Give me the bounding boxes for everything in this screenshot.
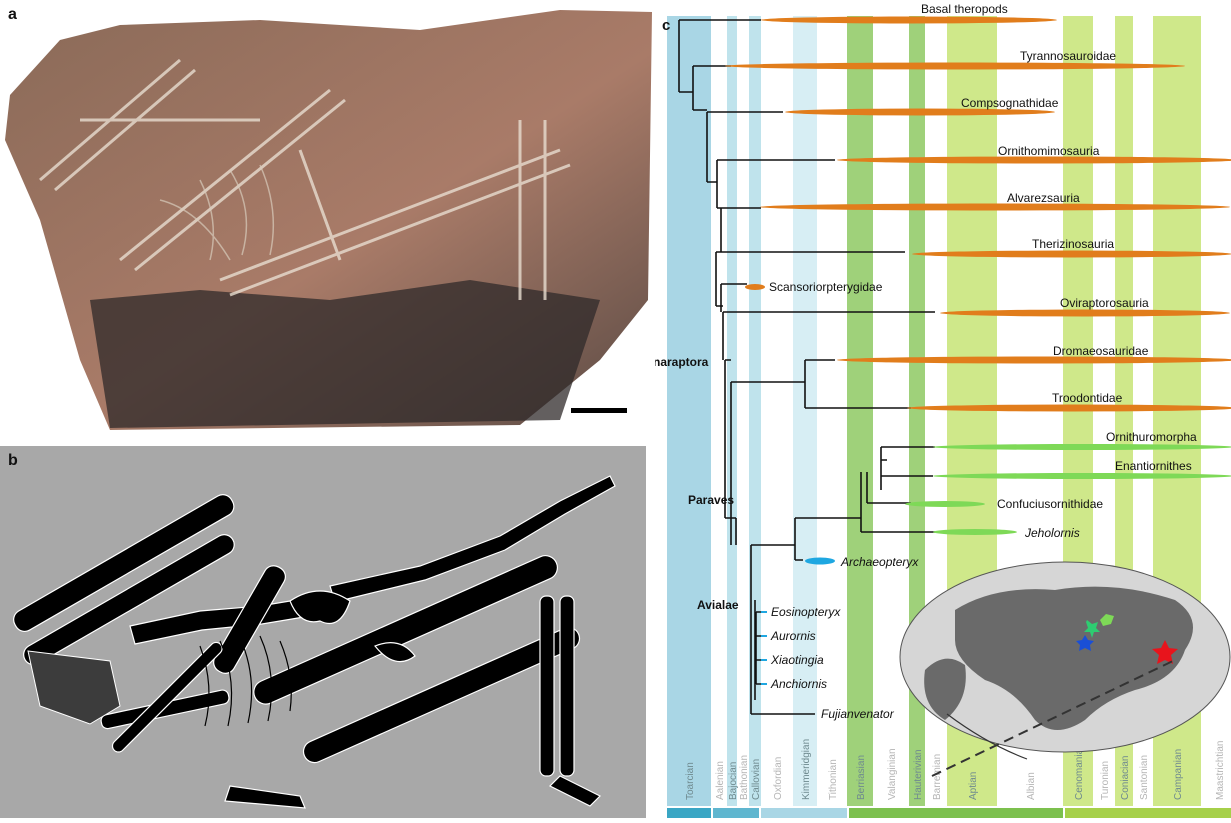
stage-label: Aalenian (715, 761, 726, 800)
fossil-photo-panel: a (0, 0, 655, 440)
label-alvarezsauria: Alvarezsauria (1007, 191, 1080, 205)
stage-band (737, 16, 749, 806)
label-confuciusornithidae: Confuciusornithidae (997, 497, 1103, 511)
label-aurornis: Aurornis (770, 629, 816, 643)
stage-label: Coniacian (1120, 756, 1131, 800)
stage-label: Berriasian (856, 755, 867, 800)
panel-label-c: c (662, 17, 670, 34)
stage-label: Albian (1026, 772, 1037, 800)
label-tyrannosauroidae: Tyrannosauroidae (1020, 49, 1116, 63)
stage-label: Oxfordian (773, 757, 784, 800)
label-eosinopteryx: Eosinopteryx (771, 605, 841, 619)
stage-label: Aptian (968, 772, 979, 800)
label-archaeopteryx: Archaeopteryx (840, 555, 919, 569)
label-oviraptorosauria: Oviraptorosauria (1060, 296, 1149, 310)
label-anchiornis: Anchiornis (770, 677, 827, 691)
period-segment (1065, 808, 1231, 818)
stage-label: Santonian (1139, 755, 1150, 800)
stage-label: Valanginian (887, 748, 898, 800)
panel-label-a: a (8, 6, 17, 24)
label-fujianvenator: Fujianvenator (821, 707, 895, 721)
node-label-paraves: Paraves (688, 493, 734, 507)
stage-label: Barremian (932, 754, 943, 800)
label-compsognathidae: Compsognathidae (961, 96, 1059, 110)
label-ornithuromorpha: Ornithuromorpha (1106, 430, 1197, 444)
phylogeny-panel: Toarcian AalenianBajocianBathonianCallovi… (655, 0, 1231, 818)
stage-label: Hauterivian (913, 749, 924, 800)
label-troodontidae: Troodontidae (1052, 391, 1123, 405)
stage-band (727, 16, 737, 806)
stage-label: Bajocian (728, 762, 739, 800)
stage-label: Kimmeridgian (801, 739, 812, 800)
period-bar (667, 808, 1231, 818)
label-therizinosauria: Therizinosauria (1032, 237, 1114, 251)
stage-label: Callovian (751, 759, 762, 800)
skeleton-drawing-panel: b (0, 446, 646, 818)
stage-label: Campanian (1173, 749, 1184, 800)
label-enantiornithes: Enantiornithes (1115, 459, 1192, 473)
period-segment (713, 808, 759, 818)
period-segment (761, 808, 847, 818)
stage-label: Maastrichtian (1215, 741, 1226, 800)
stage-label: Toarcian (685, 762, 696, 800)
node-label-avialae: Avialae (697, 598, 739, 612)
label-basal-theropods: Basal theropods (921, 2, 1008, 16)
period-segment (667, 808, 711, 818)
time-calibrated-phylogeny: Toarcian AalenianBajocianBathonianCallovi… (655, 0, 1231, 818)
stage-band (847, 16, 873, 806)
label-jeholornis: Jeholornis (1024, 526, 1080, 540)
label-scansoriopterygidae: Scansoriorpterygidae (769, 280, 883, 294)
stage-band (667, 16, 711, 806)
fossil-slab-image (0, 0, 655, 440)
panel-label-b: b (8, 452, 18, 470)
stage-label: Turonian (1100, 761, 1111, 800)
stage-label: Tithonian (828, 759, 839, 800)
skeleton-drawing (0, 446, 646, 818)
stage-label: Bathonian (739, 755, 750, 800)
label-ornithomimosauria: Ornithomimosauria (998, 144, 1100, 158)
label-dromaeosauridae: Dromaeosauridae (1053, 344, 1149, 358)
stage-band (873, 16, 909, 806)
label-xiaotingia: Xiaotingia (770, 653, 824, 667)
period-segment (849, 808, 1063, 818)
node-label-pennaraptora: Pennaraptora (655, 355, 709, 369)
